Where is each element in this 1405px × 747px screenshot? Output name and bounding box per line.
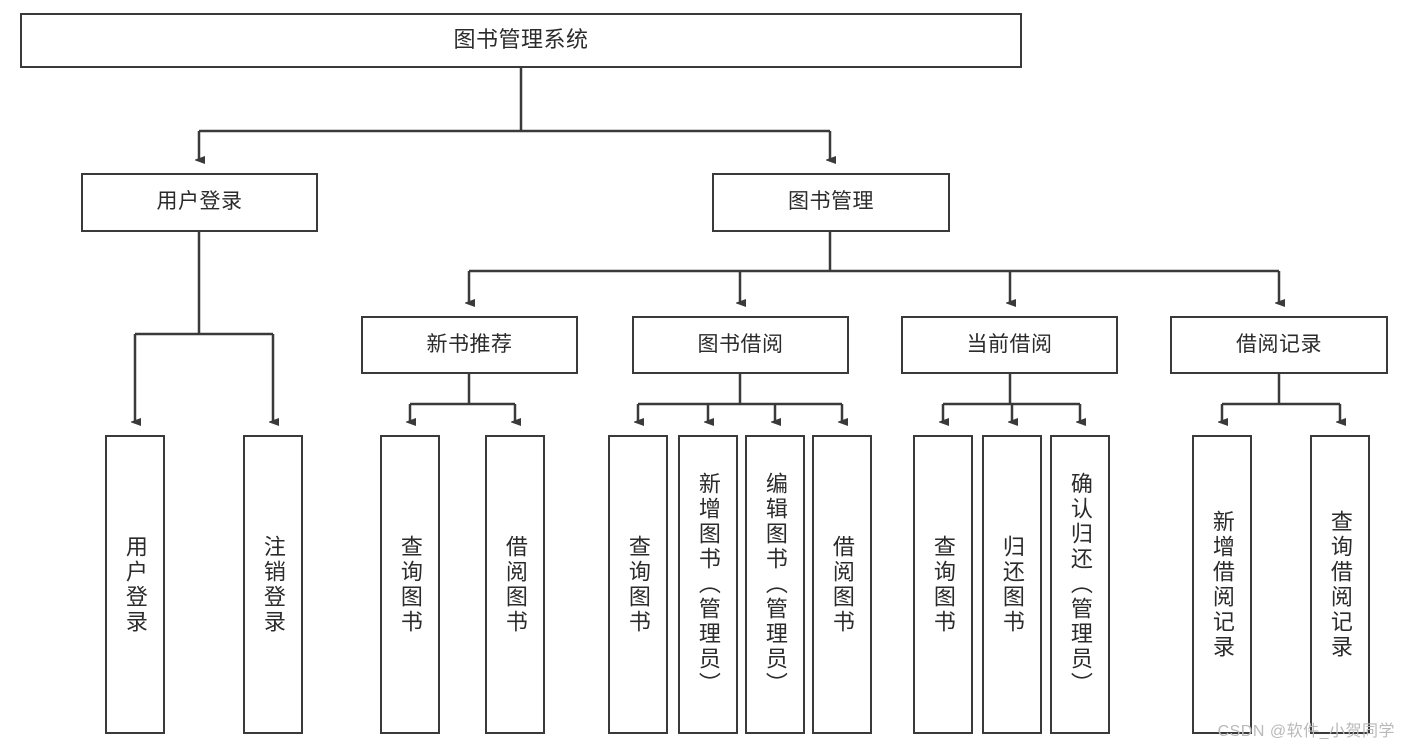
node-label: 图书管理系统	[453, 27, 589, 53]
node-borrow-record[interactable]: 借阅记录	[1170, 316, 1388, 374]
node-book-management[interactable]: 图书管理	[712, 173, 950, 232]
leaf-current-return-book[interactable]: 归还图书	[982, 435, 1042, 734]
leaf-borrow-borrow-book[interactable]: 借阅图书	[812, 435, 872, 734]
node-label: 确认归还（管理员）	[1067, 472, 1093, 697]
node-label: 查询图书	[930, 534, 956, 635]
node-label: 图书管理	[788, 190, 874, 214]
leaf-user-login-login[interactable]: 用户登录	[105, 435, 165, 734]
leaf-borrow-edit-book-admin[interactable]: 编辑图书（管理员）	[745, 435, 805, 734]
leaf-borrow-query-book[interactable]: 查询图书	[608, 435, 668, 734]
leaf-borrow-add-book-admin[interactable]: 新增图书（管理员）	[678, 435, 738, 734]
node-current-borrow[interactable]: 当前借阅	[901, 316, 1118, 374]
node-label: 用户登录	[122, 534, 148, 635]
leaf-record-add-record[interactable]: 新增借阅记录	[1192, 435, 1252, 734]
node-label: 当前借阅	[966, 332, 1053, 356]
leaf-recommend-borrow-book[interactable]: 借阅图书	[485, 435, 545, 734]
node-label: 借阅图书	[502, 534, 528, 635]
node-label: 用户登录	[156, 190, 243, 214]
leaf-recommend-query-book[interactable]: 查询图书	[380, 435, 440, 734]
node-root-system[interactable]: 图书管理系统	[20, 13, 1022, 68]
node-label: 图书借阅	[697, 332, 784, 356]
node-label: 注销登录	[260, 534, 286, 635]
node-new-book-recommend[interactable]: 新书推荐	[361, 316, 578, 374]
node-label: 编辑图书（管理员）	[762, 472, 788, 697]
leaf-user-login-logout[interactable]: 注销登录	[243, 435, 303, 734]
node-label: 新增借阅记录	[1209, 509, 1235, 660]
node-label: 新增图书（管理员）	[695, 472, 721, 697]
node-book-borrow[interactable]: 图书借阅	[632, 316, 849, 374]
node-label: 查询图书	[397, 534, 423, 635]
leaf-record-query-record[interactable]: 查询借阅记录	[1310, 435, 1370, 734]
node-label: 归还图书	[999, 534, 1025, 635]
node-label: 查询借阅记录	[1327, 509, 1353, 660]
node-label: 借阅记录	[1236, 332, 1322, 356]
leaf-current-confirm-return-admin[interactable]: 确认归还（管理员）	[1050, 435, 1110, 734]
node-user-login[interactable]: 用户登录	[81, 173, 318, 232]
csdn-watermark: CSDN @软件_小贺同学	[1217, 723, 1395, 740]
leaf-current-query-book[interactable]: 查询图书	[913, 435, 973, 734]
node-label: 借阅图书	[829, 534, 855, 635]
node-label: 查询图书	[625, 534, 651, 635]
node-label: 新书推荐	[426, 332, 513, 356]
